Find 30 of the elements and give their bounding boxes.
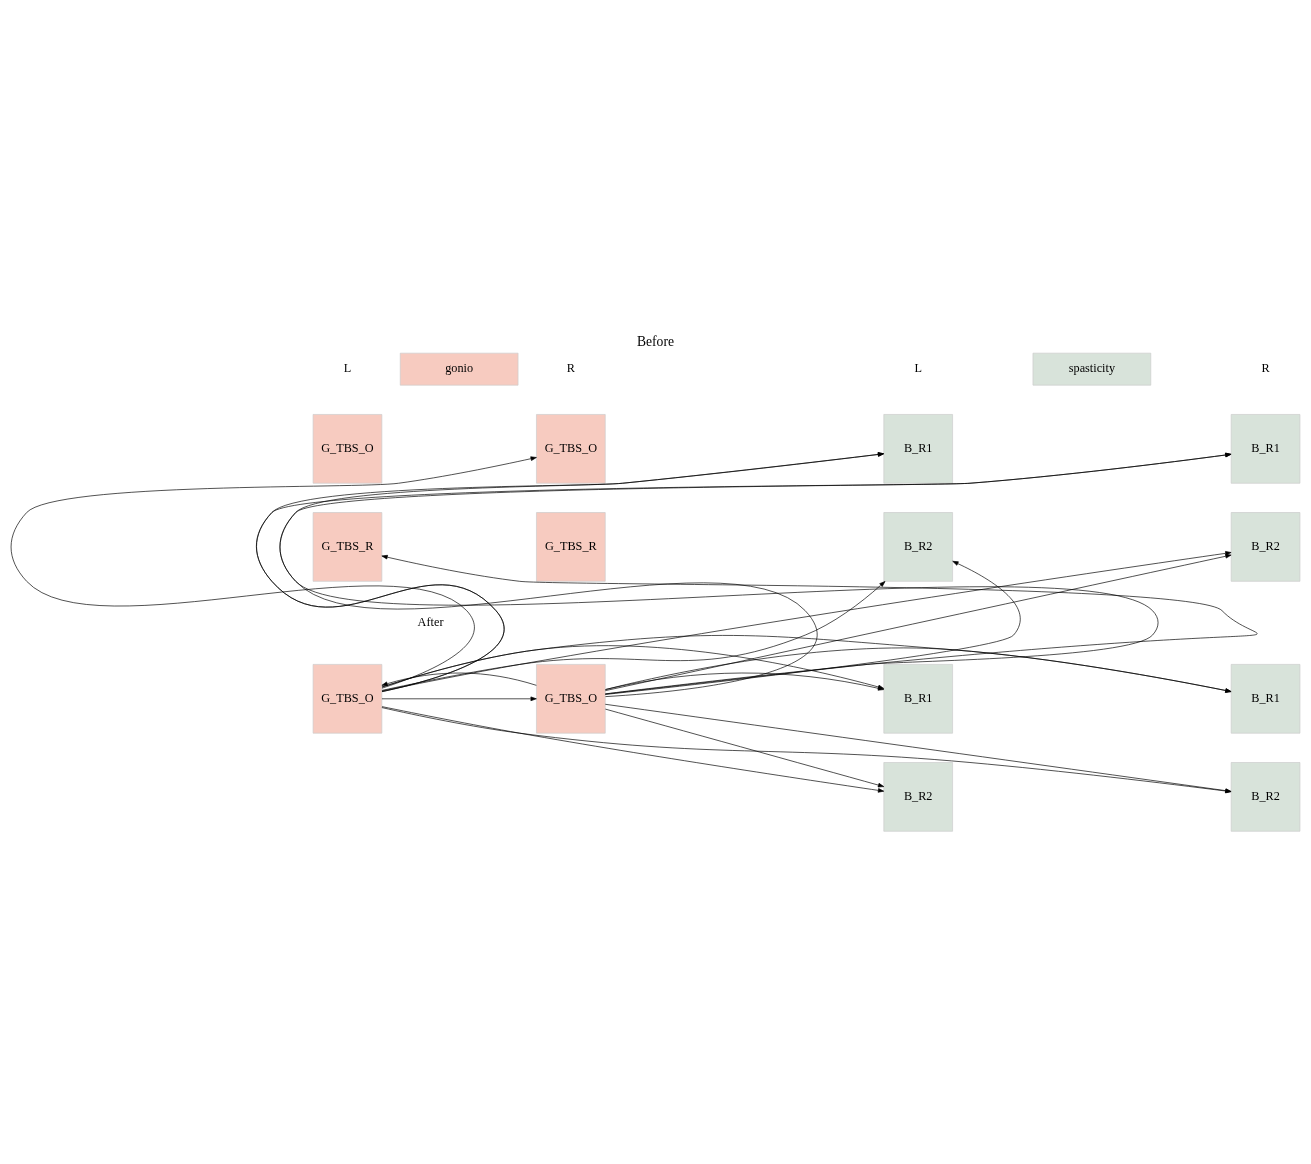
- arrow: [604, 560, 1021, 695]
- node-box: B_R2: [883, 762, 953, 832]
- node-box: gonio: [399, 352, 519, 386]
- diagram-title: Before: [636, 334, 675, 350]
- node-box: B_R1: [1230, 414, 1301, 484]
- arrow: [605, 708, 885, 788]
- label: R: [566, 361, 575, 376]
- arrow: [381, 672, 537, 686]
- node-box: G_TBS_O: [312, 414, 383, 484]
- arrow: [10, 456, 537, 689]
- node-box: G_TBS_O: [536, 414, 606, 484]
- node-box: B_R1: [883, 664, 953, 734]
- arrow: [381, 706, 885, 793]
- arrow: [381, 707, 1232, 794]
- node-box: G_TBS_R: [312, 512, 383, 582]
- node-box: B_R2: [1230, 512, 1301, 582]
- label: R: [1261, 361, 1270, 376]
- node-box: spasticity: [1032, 352, 1152, 386]
- arrow: [604, 703, 1232, 793]
- node-box: B_R1: [883, 414, 953, 484]
- node-box: G_TBS_R: [536, 512, 606, 582]
- node-box: B_R1: [1230, 664, 1301, 734]
- node-box: B_R2: [883, 512, 953, 582]
- arrow: [381, 696, 537, 702]
- node-box: G_TBS_O: [312, 664, 383, 734]
- label: L: [343, 361, 352, 376]
- label: L: [914, 361, 922, 376]
- node-box: G_TBS_O: [536, 664, 606, 734]
- label: After: [417, 614, 444, 629]
- node-box: B_R2: [1230, 762, 1301, 832]
